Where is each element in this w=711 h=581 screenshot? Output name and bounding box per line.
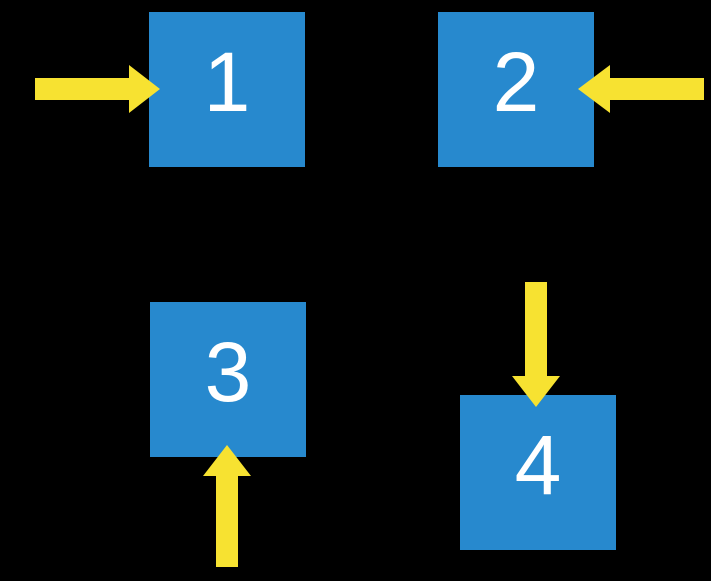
arrow-down-icon <box>512 282 560 407</box>
arrow-right-icon <box>35 65 160 113</box>
box-4: 4 <box>460 395 616 550</box>
box-2-label: 2 <box>492 34 540 129</box>
box-3-label: 3 <box>204 324 252 419</box>
box-4-label: 4 <box>514 417 562 512</box>
arrow-up-icon <box>203 445 251 567</box>
box-1: 1 <box>149 12 305 167</box>
arrow-left-icon <box>578 65 704 113</box>
box-1-label: 1 <box>203 34 251 129</box>
box-2: 2 <box>438 12 594 167</box>
box-3: 3 <box>150 302 306 457</box>
